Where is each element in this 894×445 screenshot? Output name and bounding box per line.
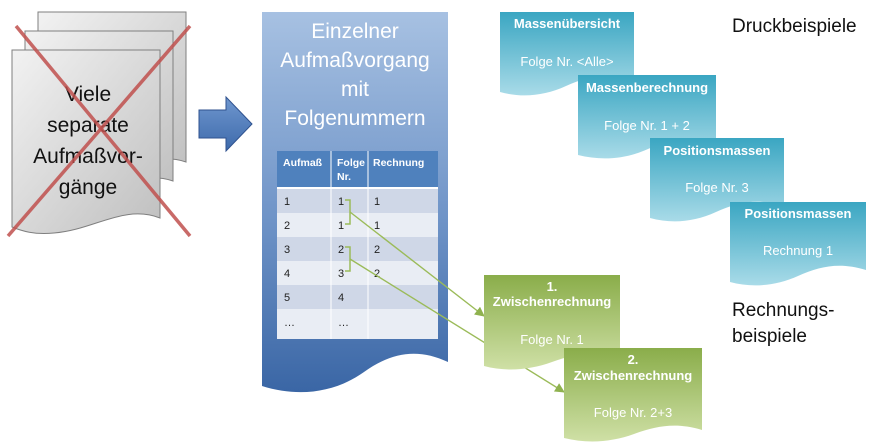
table-row: 1 1 1 [277,189,438,213]
invoice-card: 1. Zwischenrechnung Folge Nr. 1 [484,275,620,370]
center-title-line: mit [341,78,369,101]
invoice-card-title: Zwischenrechnung [574,368,693,383]
table-cell: 3 [338,268,344,280]
invoice-examples-label: beispiele [732,326,807,347]
invoice-card-sub: Folge Nr. 1 [520,332,584,347]
table-cell: 1 [338,220,344,232]
invoice-card-title: Zwischenrechnung [493,294,612,309]
left-doc-line: Aufmaßvor- [33,145,143,168]
table-row: 3 2 2 [277,237,438,261]
left-doc-line: gänge [59,176,117,199]
invoice-card: 2. Zwischenrechnung Folge Nr. 2+3 [564,348,702,442]
table-row: 4 3 2 [277,261,438,285]
print-card-sub: Rechnung 1 [763,243,833,258]
right-arrow-icon [198,95,253,153]
center-title-line: Einzelner [311,20,399,43]
table-cell: 2 [284,220,290,232]
connector-arrow [349,258,565,393]
invoice-card-title: 1. [547,279,558,294]
table-cell: 3 [284,244,290,256]
print-card: Massenberechnung Folge Nr. 1 + 2 [578,75,716,159]
connector-arrow [349,211,485,317]
center-title-line: Folgenummern [284,107,425,130]
header-folge: Folge [337,157,365,169]
print-examples-label: Druckbeispiele [732,16,857,37]
header-rechnung: Rechnung [373,157,424,169]
table-cell: 1 [374,220,380,232]
table-cell: … [284,317,295,329]
print-card-title: Massenberechnung [586,80,708,95]
print-card-title: Positionsmassen [664,143,771,158]
table-header [277,151,438,188]
header-aufmass: Aufmaß [283,157,323,169]
table-cell: 1 [338,196,344,208]
print-card-title: Massenübersicht [514,16,621,31]
table-cell: 1 [374,196,380,208]
print-card-sub: Folge Nr. 1 + 2 [604,118,690,133]
table-cell: … [338,317,349,329]
left-doc-line: separate [47,114,129,137]
print-card-sub: Folge Nr. <Alle> [520,54,613,69]
table-cell: 2 [338,244,344,256]
print-card-sub: Folge Nr. 3 [685,180,749,195]
print-card: Positionsmassen Rechnung 1 [730,202,866,286]
table-row: … … [277,309,438,339]
center-title: Einzelner Aufmaßvorgang mit Folgenummern [280,20,429,130]
print-card-title: Positionsmassen [745,206,852,221]
table-row: 5 4 [277,285,438,309]
invoice-examples-label: Rechnungs- [732,300,834,321]
table-cell: 2 [374,244,380,256]
table-row: 2 1 1 [277,213,438,237]
print-card: Massenübersicht Folge Nr. <Alle> [500,12,634,96]
center-title-line: Aufmaßvorgang [280,49,429,72]
invoice-card-sub: Folge Nr. 2+3 [594,405,672,420]
print-card: Positionsmassen Folge Nr. 3 [650,138,784,222]
left-document-text: Viele separate Aufmaßvor- gänge [33,83,143,199]
table-cell: 4 [338,292,344,304]
cross-icon [6,24,192,238]
sequence-table: Aufmaß Folge Nr. Rechnung 1 1 1 2 1 1 3 … [277,151,438,339]
header-folge-nr: Nr. [337,171,351,183]
table-cell: 4 [284,268,290,280]
table-cell: 2 [374,268,380,280]
table-cell: 1 [284,196,290,208]
table-cell: 5 [284,292,290,304]
invoice-card-title: 2. [628,352,639,367]
